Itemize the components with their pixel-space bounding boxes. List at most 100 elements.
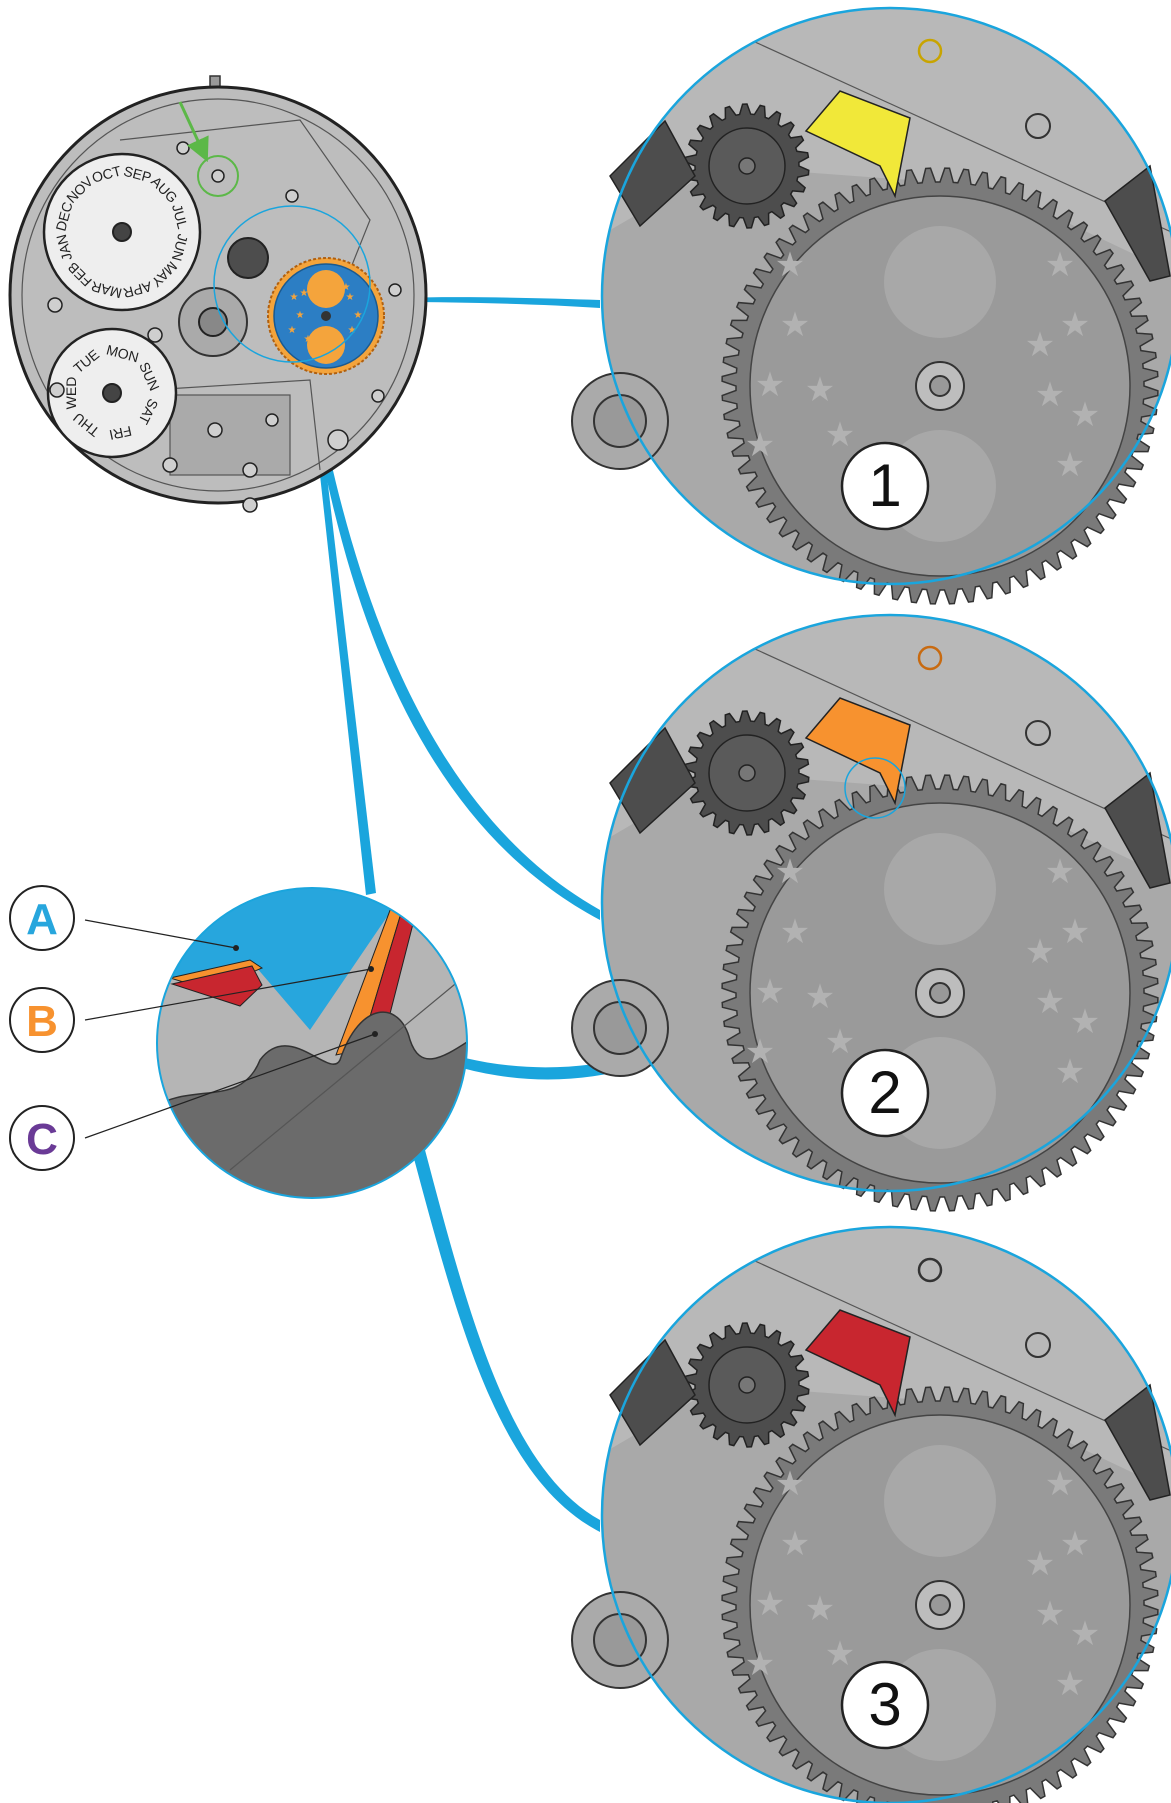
svg-text:★: ★ [755, 1584, 785, 1624]
connector-to-detail-1 [400, 297, 600, 308]
day-label: WED [63, 377, 79, 410]
svg-text:★: ★ [1045, 245, 1075, 285]
callout-c-letter: C [26, 1115, 58, 1164]
month-label: DEC [52, 200, 75, 233]
svg-text:★: ★ [1045, 852, 1075, 892]
svg-text:★: ★ [775, 1464, 805, 1504]
svg-text:★: ★ [775, 852, 805, 892]
svg-text:★: ★ [1045, 1464, 1075, 1504]
stars-icon: ★★★ ★★★ ★★★ ★ [288, 282, 363, 348]
stars-icon: ★★★★★★★★★★★★ [745, 245, 1100, 485]
svg-text:★: ★ [805, 370, 835, 410]
colored-lever [804, 697, 911, 806]
svg-text:★: ★ [1055, 1052, 1085, 1092]
svg-text:★: ★ [1070, 1002, 1100, 1042]
month-label: JUN [169, 232, 192, 262]
svg-text:★: ★ [1035, 375, 1065, 415]
svg-text:★: ★ [1070, 1614, 1100, 1654]
colored-lever [804, 90, 911, 199]
month-label: JUL [169, 202, 191, 230]
svg-text:★: ★ [1070, 395, 1100, 435]
svg-text:★: ★ [296, 310, 305, 321]
svg-text:★: ★ [1060, 912, 1090, 952]
setting-screw-highlight [197, 155, 239, 197]
zoom-lever-red [170, 965, 263, 1007]
small-gear [227, 237, 269, 279]
svg-text:★: ★ [300, 288, 309, 299]
zoom-lever-blue [170, 888, 467, 1030]
callouts: A B C [9, 885, 376, 1171]
svg-text:★: ★ [346, 292, 355, 303]
svg-text:★: ★ [348, 325, 357, 336]
svg-text:★: ★ [755, 972, 785, 1012]
svg-text:★: ★ [805, 977, 835, 1017]
svg-text:★: ★ [1055, 1664, 1085, 1704]
day-disc-pivot [102, 383, 122, 403]
connector-to-detail-2 [312, 400, 600, 920]
connector-lines [312, 297, 715, 1532]
svg-text:★: ★ [780, 912, 810, 952]
moon-icon [307, 270, 345, 308]
moon-icon [884, 226, 996, 338]
connector-zoom-to-detail-3 [413, 1150, 600, 1532]
svg-text:★: ★ [1060, 1524, 1090, 1564]
stars-icon: ★★★★★★★★★★★★ [745, 852, 1100, 1092]
svg-text:★: ★ [825, 1634, 855, 1674]
svg-text:★: ★ [1035, 982, 1065, 1022]
svg-text:★: ★ [780, 1524, 810, 1564]
callout-b-letter: B [26, 997, 58, 1046]
step-number-badge [840, 441, 930, 531]
svg-text:★: ★ [354, 310, 363, 321]
svg-text:★: ★ [304, 334, 313, 345]
detail-view-3: ★★★★★★★★★★★★3 [571, 1225, 1171, 1803]
step-number-badge [840, 1048, 930, 1138]
svg-text:★: ★ [745, 425, 775, 465]
zoom-gear-teeth [157, 1011, 467, 1198]
moon-icon [884, 833, 996, 945]
svg-text:★: ★ [775, 245, 805, 285]
month-disc: DEC NOV OCT SEP AUG JUL JUN MAY APR MAR … [42, 152, 202, 312]
watch-movement-overview: DEC NOV OCT SEP AUG JUL JUN MAY APR MAR … [8, 75, 428, 513]
svg-text:★: ★ [780, 305, 810, 345]
svg-text:★: ★ [1025, 932, 1055, 972]
svg-text:★: ★ [745, 1644, 775, 1684]
month-label: JAN [53, 233, 75, 263]
callout-b-leader [84, 968, 372, 1021]
month-disc-pivot [112, 222, 132, 242]
svg-text:★: ★ [745, 1032, 775, 1072]
day-disc: MON SUN SAT FRI THU WED TUE [46, 327, 178, 459]
callout-c-leader [84, 1033, 376, 1139]
callout-a: A [9, 885, 75, 951]
svg-text:★: ★ [755, 365, 785, 405]
month-label: OCT [90, 162, 123, 185]
moon-phase-disc-overview: ★★★ ★★★ ★★★ ★ [267, 257, 385, 375]
month-label: SEP [122, 163, 153, 186]
svg-text:★: ★ [1025, 325, 1055, 365]
arrow-icon [178, 101, 209, 163]
month-label: APR [122, 279, 154, 302]
step-number: 1 [868, 452, 901, 519]
svg-text:★: ★ [288, 325, 297, 336]
callout-a-letter: A [26, 895, 58, 944]
svg-text:★: ★ [1060, 305, 1090, 345]
step-number: 2 [868, 1059, 901, 1126]
svg-text:★: ★ [1025, 1544, 1055, 1584]
svg-text:★: ★ [805, 1589, 835, 1629]
month-label: MAR [89, 278, 123, 302]
callout-a-leader [84, 919, 237, 949]
detail-views: ★★★★★★★★★★★★1★★★★★★★★★★★★2★★★★★★★★★★★★3 [571, 6, 1171, 1803]
svg-text:★: ★ [290, 292, 299, 303]
detail-area-outline [213, 205, 371, 363]
detail-view-2: ★★★★★★★★★★★★2 [571, 613, 1171, 1212]
tooth-zoom-view [156, 887, 468, 1199]
svg-text:★: ★ [338, 337, 347, 348]
callout-c: C [9, 1105, 75, 1171]
colored-lever [804, 1309, 911, 1418]
step-number: 3 [868, 1671, 901, 1738]
detail-view-1: ★★★★★★★★★★★★1 [571, 6, 1171, 605]
day-label: FRI [108, 423, 133, 443]
connector-zoom-to-detail-2 [462, 1030, 715, 1080]
step-number-badge [840, 1660, 930, 1750]
callout-b: B [9, 987, 75, 1053]
